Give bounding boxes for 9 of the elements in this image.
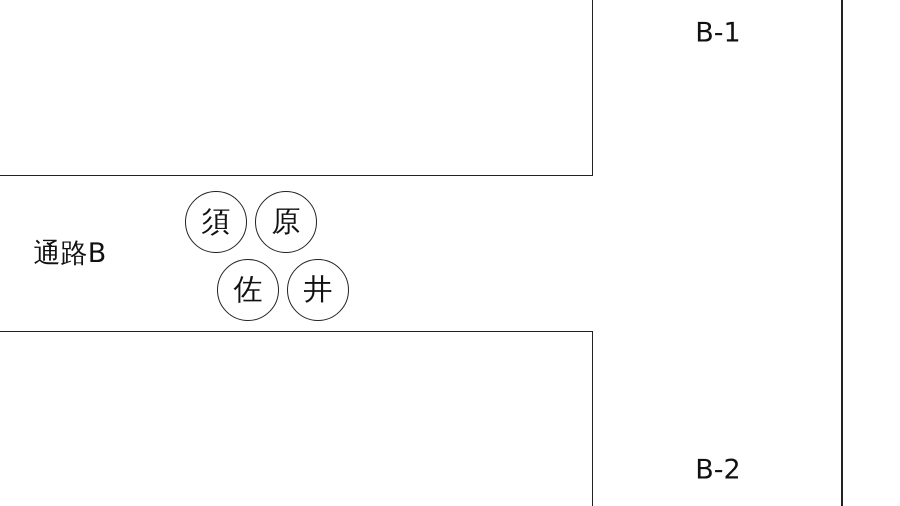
- seat-name: 原: [272, 203, 300, 240]
- area-label: B-1: [695, 18, 741, 48]
- room-outline: [0, 331, 593, 506]
- seat-name: 須: [202, 203, 230, 240]
- room-outline: [0, 0, 593, 176]
- area-label: B-2: [695, 454, 741, 486]
- area-label: 通路B: [34, 237, 106, 271]
- seat-name: 佐: [234, 271, 262, 308]
- seat-name: 井: [304, 271, 332, 308]
